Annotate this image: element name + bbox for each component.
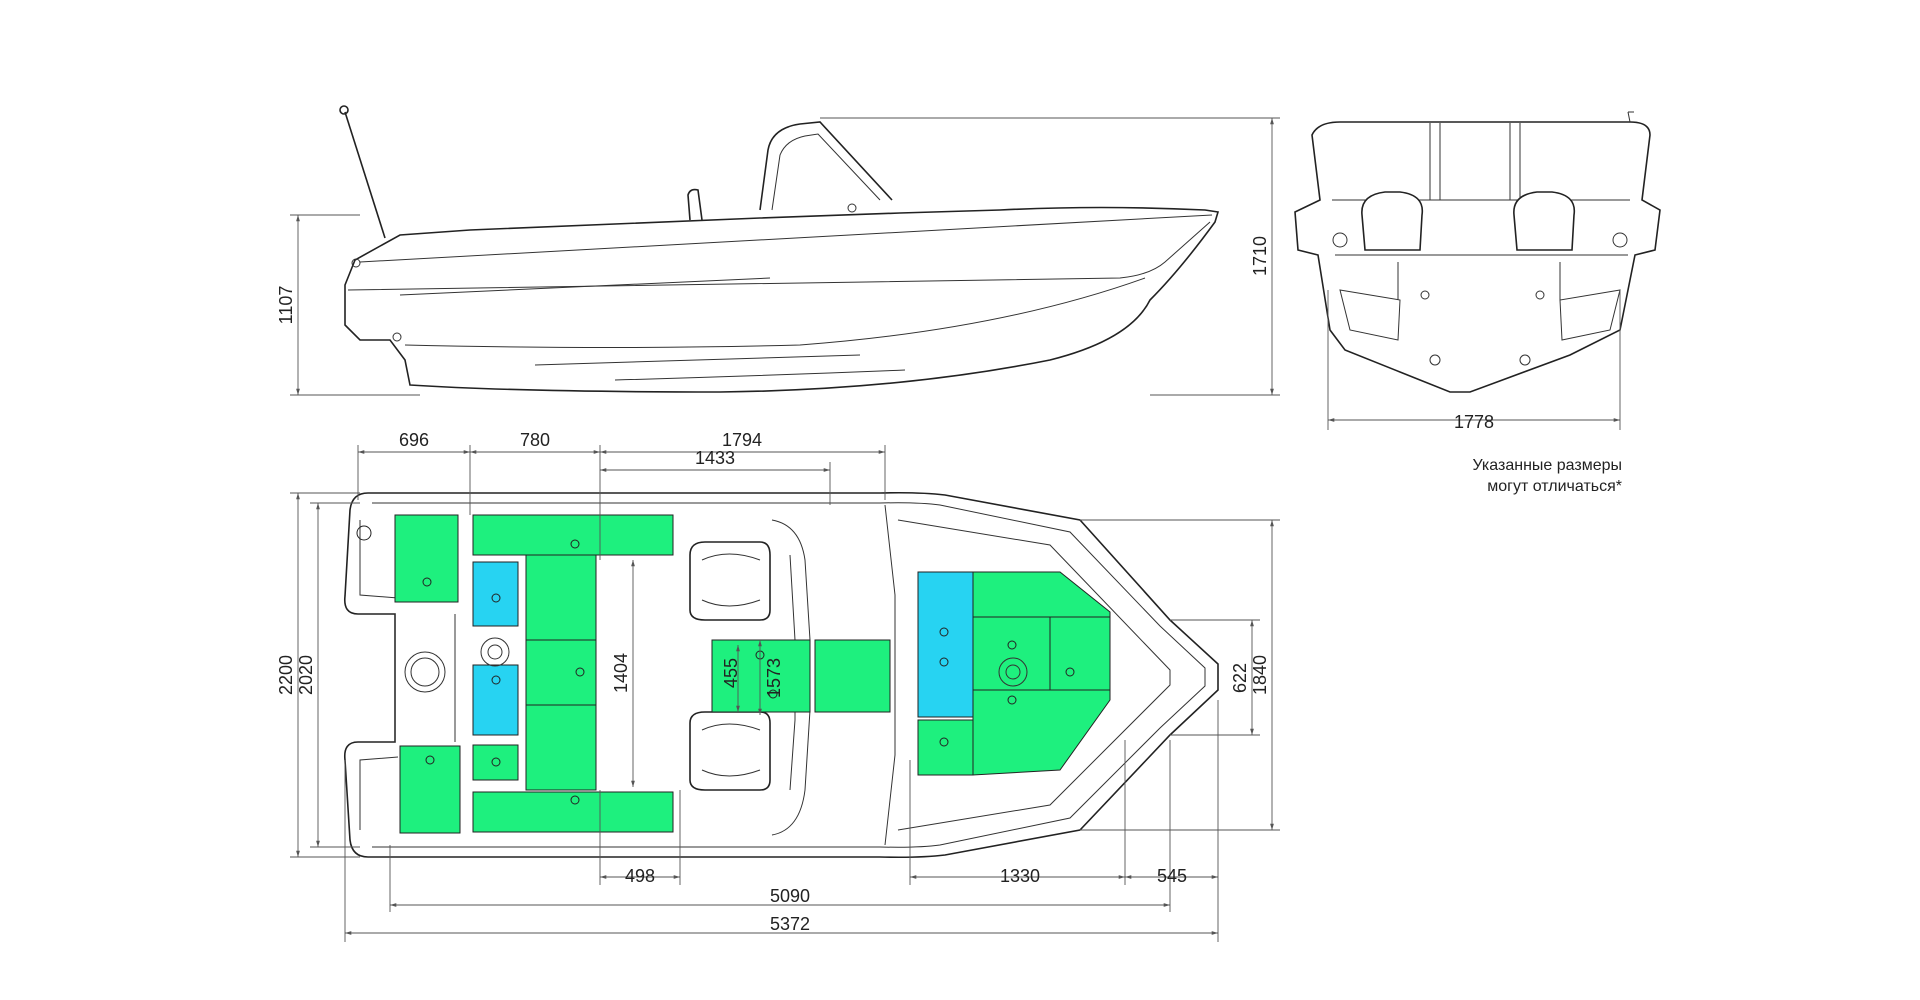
compartment-aft-port xyxy=(394,514,459,603)
rear-seat-right xyxy=(1513,191,1576,251)
compartment-aft-starboard xyxy=(399,745,461,834)
dim-2200: 2200 xyxy=(276,655,296,695)
compartment-bow xyxy=(972,571,1111,776)
compartments xyxy=(394,514,1111,834)
dim-1433: 1433 xyxy=(695,448,735,468)
side-hull xyxy=(344,206,1220,393)
compartment-side-top xyxy=(472,514,674,556)
compartment-center-2 xyxy=(525,639,597,706)
dim-1573: 1573 xyxy=(764,658,784,698)
compartment-cyan-2 xyxy=(472,664,519,736)
disclaimer-line-2: могут отличаться* xyxy=(1487,478,1622,495)
overall-height-label: 1710 xyxy=(1250,236,1270,276)
plan-well xyxy=(404,651,446,693)
dim-5372: 5372 xyxy=(770,914,810,934)
rear-hull xyxy=(1294,121,1661,393)
dim-1794: 1794 xyxy=(722,430,762,450)
dim-498: 498 xyxy=(625,866,655,886)
seat xyxy=(687,188,703,221)
plan-view: 696 780 1794 1433 2200 2020 622 1840 xyxy=(276,430,1280,942)
windshield xyxy=(759,121,893,211)
side-height-label: 1107 xyxy=(276,286,296,325)
plan-dimensions: 696 780 1794 1433 2200 2020 622 1840 xyxy=(276,430,1280,942)
disclaimer-note: Указанные размеры могут отличаться* xyxy=(1400,455,1622,497)
dim-1330: 1330 xyxy=(1000,866,1040,886)
plan-seat-top xyxy=(689,541,771,621)
rear-view: 1778 xyxy=(1294,111,1661,432)
dim-2020: 2020 xyxy=(296,655,316,695)
compartment-center-3 xyxy=(525,704,597,791)
side-view: 1107 1710 xyxy=(276,105,1280,396)
dim-696: 696 xyxy=(399,430,429,450)
dim-455: 455 xyxy=(721,658,741,688)
dim-622: 622 xyxy=(1230,663,1250,693)
dim-1840: 1840 xyxy=(1250,655,1270,695)
rear-seat-left xyxy=(1361,191,1424,251)
compartment-mid xyxy=(814,639,891,713)
antenna xyxy=(344,111,386,239)
compartment-side-bottom xyxy=(472,791,674,833)
plan-seat-bottom xyxy=(689,711,771,791)
dim-545: 545 xyxy=(1157,866,1187,886)
dim-5090: 5090 xyxy=(770,886,810,906)
compartment-cyan-bow xyxy=(917,571,974,718)
disclaimer-line-1: Указанные размеры xyxy=(1472,457,1622,474)
plan-hatch-aft xyxy=(480,637,510,667)
dim-1404: 1404 xyxy=(611,653,631,693)
compartment-bow-small xyxy=(917,719,974,776)
rear-width-label: 1778 xyxy=(1454,412,1494,432)
dim-780: 780 xyxy=(520,430,550,450)
plan-hatch-bow xyxy=(998,657,1028,687)
compartment-small xyxy=(472,744,519,781)
compartment-center-1 xyxy=(525,554,597,641)
